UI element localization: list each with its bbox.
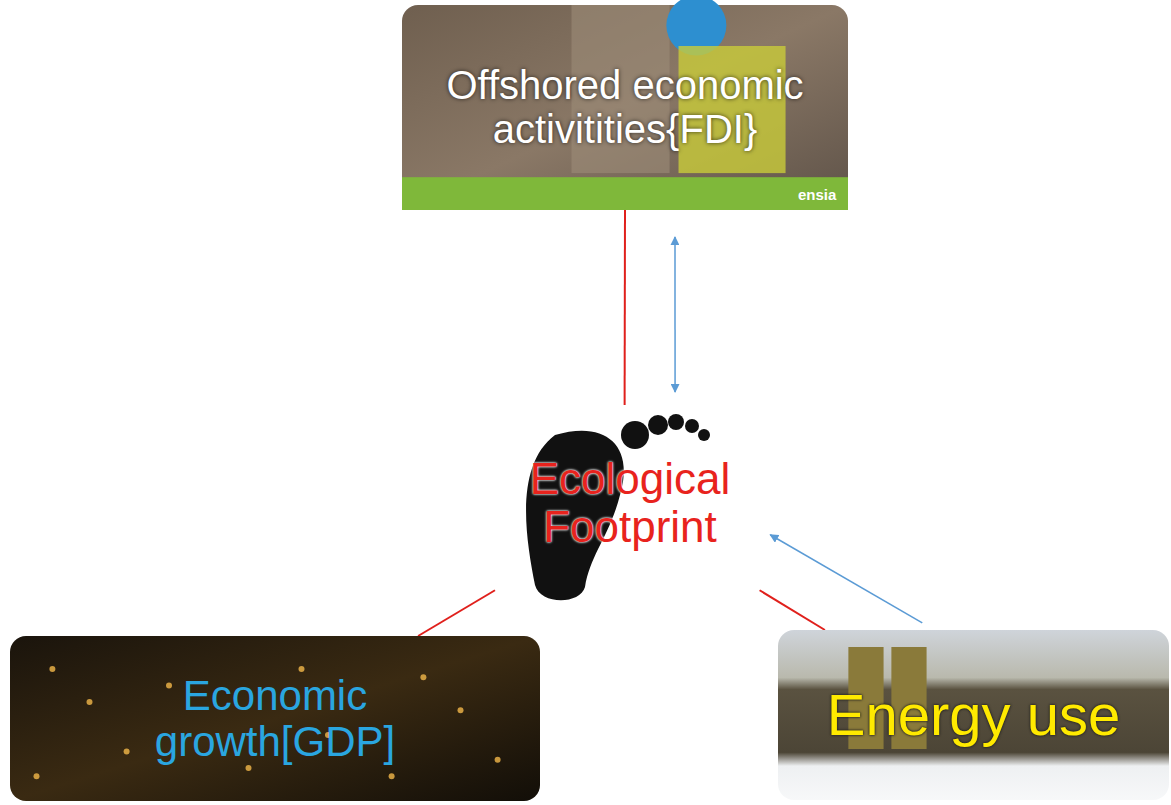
photo-box: Offshored economic activitities{FDI} bbox=[402, 5, 848, 210]
node-text: Economic growth[GDP] bbox=[125, 673, 425, 764]
node-text: Ecological Footprint bbox=[510, 455, 750, 550]
node-text: Energy use bbox=[827, 684, 1120, 747]
photo-box: Energy use bbox=[778, 630, 1169, 800]
photo-box: Economic growth[GDP] bbox=[10, 636, 540, 801]
node-text: Offshored economic activitities{FDI} bbox=[415, 64, 835, 150]
connector-line bbox=[624, 210, 626, 405]
connector-arrow bbox=[674, 237, 676, 392]
watermark: ensia bbox=[798, 186, 836, 203]
connector-line bbox=[418, 590, 495, 636]
footprint-node: Ecological Footprint bbox=[495, 405, 765, 600]
connector-arrow bbox=[770, 535, 922, 623]
connector-line bbox=[760, 590, 825, 630]
